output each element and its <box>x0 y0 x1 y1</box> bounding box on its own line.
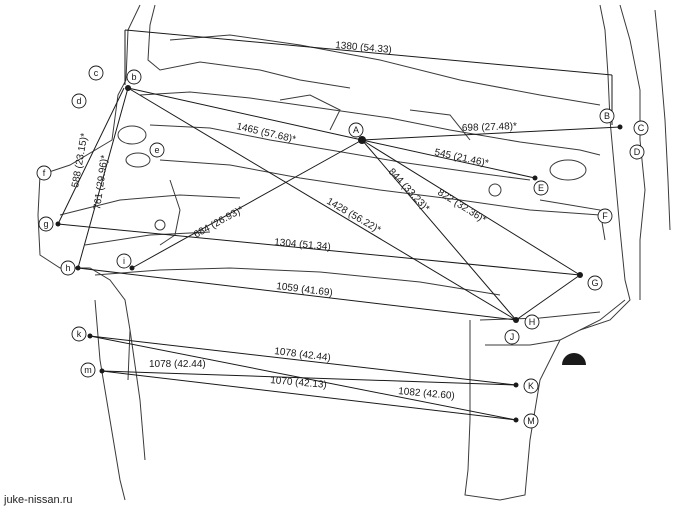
svg-text:M: M <box>527 416 535 426</box>
point-label-M: M <box>523 413 539 429</box>
point-label-e: e <box>149 142 165 158</box>
point-label-B: B <box>599 108 615 124</box>
point-label-H: H <box>524 314 540 330</box>
svg-text:C: C <box>638 123 645 133</box>
point-label-f: f <box>36 165 52 181</box>
point-label-E: E <box>533 180 549 196</box>
dim-a-h: 844 (33.23)* <box>386 167 432 215</box>
vehicle-body-outline <box>37 4 671 501</box>
line-g-g <box>57 223 581 276</box>
svg-text:J: J <box>510 332 515 342</box>
line-b-h-vert <box>77 87 129 269</box>
svg-text:e: e <box>154 145 159 155</box>
svg-text:F: F <box>602 211 608 221</box>
point-label-J: J <box>504 329 520 345</box>
line-h-h <box>77 267 517 321</box>
svg-text:B: B <box>604 111 610 121</box>
svg-text:g: g <box>43 219 48 229</box>
dim-width-top: 1380 (54.33) <box>335 40 392 56</box>
line-b-g <box>57 87 125 225</box>
svg-text:f: f <box>43 168 46 178</box>
point-label-i: i <box>116 253 132 269</box>
line-m-k <box>101 370 517 386</box>
line-a-b <box>361 126 621 141</box>
point-label-m: m <box>80 362 96 378</box>
measurement-lines <box>57 29 621 421</box>
dim-k-m: 1082 (42.60) <box>398 386 455 402</box>
dim-i-a: 684 (26.93)* <box>192 204 246 240</box>
point-label-g: g <box>38 216 54 232</box>
line-width-top <box>124 29 613 76</box>
ground-mark-icon <box>562 353 586 365</box>
point-label-K: K <box>523 378 539 394</box>
line-k-k <box>89 335 517 386</box>
svg-text:i: i <box>123 256 125 266</box>
point-label-k: k <box>71 326 87 342</box>
dimension-labels: 1380 (54.33) 698 (27.48)* 545 (21.46)* 1… <box>70 40 517 402</box>
measurement-points <box>55 85 623 423</box>
dim-h-h: 1059 (41.69) <box>276 281 334 299</box>
line-i-a <box>131 139 363 269</box>
point-label-b: b <box>126 69 142 85</box>
line-a-h <box>361 139 517 321</box>
point-label-A: A <box>348 122 364 138</box>
line-m-m <box>101 370 517 421</box>
dim-b-a: 1465 (57.68)* <box>235 121 297 145</box>
svg-text:E: E <box>538 183 544 193</box>
point-label-F: F <box>597 208 613 224</box>
point-label-d: d <box>71 93 87 109</box>
svg-text:H: H <box>529 317 536 327</box>
dim-b-h-vert: 761 (29.96)* <box>92 154 111 210</box>
dim-m-m: 1070 (42.13) <box>270 375 327 391</box>
dim-m-k: 1078 (42.44) <box>149 359 206 370</box>
point-label-h: h <box>60 260 76 276</box>
svg-text:K: K <box>528 381 534 391</box>
svg-text:c: c <box>94 68 99 78</box>
point-label-D: D <box>629 144 645 160</box>
svg-text:h: h <box>65 263 70 273</box>
point-label-c: c <box>88 65 104 81</box>
line-b-h <box>127 87 517 321</box>
dim-a-g: 822 (32.36)* <box>435 187 488 226</box>
watermark-text: juke-nissan.ru <box>4 494 73 506</box>
svg-text:D: D <box>634 147 641 157</box>
dim-b-h: 1428 (56.22)* <box>325 196 383 236</box>
line-b-a <box>127 87 363 141</box>
dim-b-g-vert: 588 (23.15)* <box>70 132 90 188</box>
point-label-G: G <box>587 275 603 291</box>
svg-text:m: m <box>84 365 92 375</box>
line-a-g <box>361 139 581 276</box>
dim-a-b: 698 (27.48)* <box>462 121 517 134</box>
svg-text:A: A <box>353 125 359 135</box>
svg-text:d: d <box>76 96 81 106</box>
dim-a-e: 545 (21.46)* <box>433 147 489 169</box>
point-labels: A B C D E F G H J K M b c d e f g h i k … <box>36 65 649 429</box>
svg-text:k: k <box>77 329 82 339</box>
dim-g-g: 1304 (51.34) <box>274 237 331 253</box>
dim-k-k: 1078 (42.44) <box>274 346 332 364</box>
svg-text:G: G <box>591 278 598 288</box>
svg-text:b: b <box>131 72 136 82</box>
point-label-C: C <box>633 120 649 136</box>
line-a-e <box>361 139 536 179</box>
